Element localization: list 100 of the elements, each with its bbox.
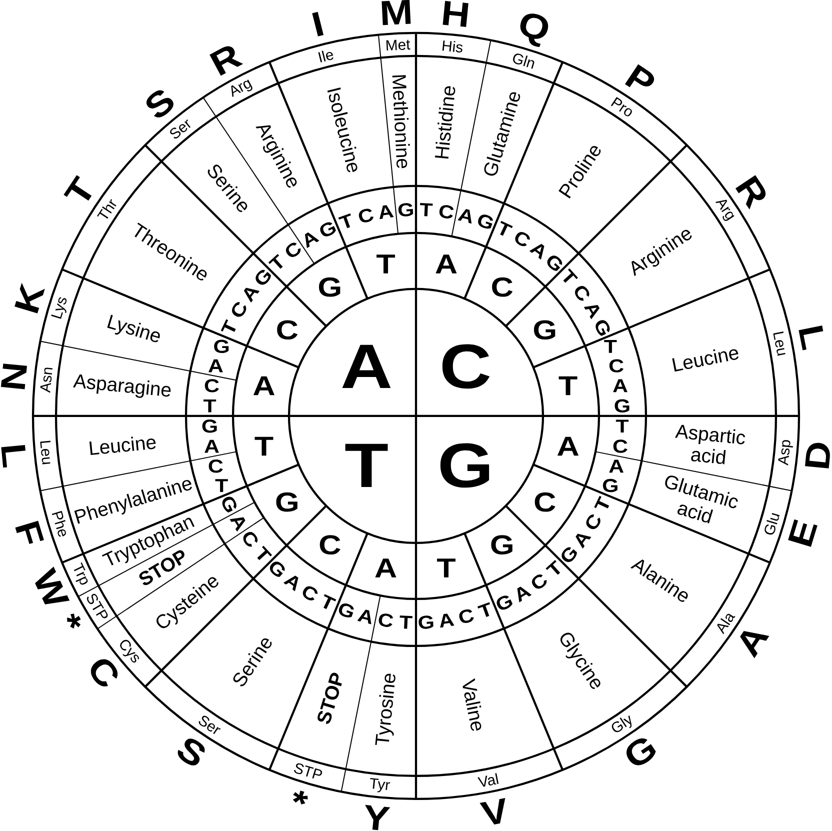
sector-letter: G (534, 320, 556, 340)
codon-letter: A (613, 379, 628, 392)
sector-letter: G (491, 535, 512, 555)
codon-letter: T (215, 479, 228, 492)
codon-letter: T (604, 340, 617, 353)
amino-acid-abbreviation: Val (478, 773, 499, 787)
amino-acid-abbreviation: STP (294, 763, 322, 778)
amino-acid-abbreviation: His (442, 40, 463, 52)
amino-acid-code: F (15, 520, 44, 544)
amino-acid-abbreviation: Ser (198, 716, 221, 734)
amino-acid-code: I (312, 12, 324, 36)
amino-acid-code: * (292, 790, 308, 804)
amino-acid-abbreviation: Met (386, 40, 410, 51)
codon-letter: A (208, 359, 223, 372)
quadrant-letter: C (442, 344, 490, 389)
codon-letter: G (222, 496, 236, 512)
codon-letter: T (563, 268, 578, 283)
codon-letter: T (500, 220, 513, 236)
codon-letter: C (439, 205, 454, 218)
amino-acid-abbreviation: Asn (40, 368, 52, 393)
codon-letter: A (230, 517, 246, 532)
amino-acid-code: H (442, 0, 468, 27)
amino-acid-abbreviation: Phe (52, 510, 66, 537)
codon-letter: C (378, 614, 394, 627)
sector-letter: A (436, 254, 457, 274)
amino-acid-abbreviation: Tyr (370, 778, 390, 792)
amino-acid-name: Aspartic acid (675, 424, 746, 464)
amino-acid-code: S (146, 90, 174, 118)
codon-letter: G (602, 478, 618, 492)
amino-acid-abbreviation: STP (86, 594, 108, 618)
amino-acid-name: STOP (318, 672, 342, 724)
codon-letter: T (338, 213, 351, 228)
codon-letter: G (202, 420, 217, 433)
codon-letter: C (208, 460, 223, 473)
amino-acid-code: R (735, 175, 766, 210)
codon-letter: A (458, 209, 472, 224)
codon-letter: G (614, 399, 630, 412)
codon-letter: A (304, 232, 320, 248)
codon-letter: G (547, 256, 562, 271)
codon-letter: C (358, 208, 374, 222)
codon-letter: C (302, 586, 318, 600)
amino-acid-name: Leucine (89, 436, 156, 456)
amino-acid-abbreviation: Gly (612, 715, 632, 732)
codon-letter: T (324, 594, 336, 610)
quadrant-letter: G (440, 443, 490, 488)
codon-letter: A (609, 460, 624, 473)
amino-acid-abbreviation: Asp (778, 440, 793, 466)
codon-letter: T (477, 602, 490, 617)
sector-letter: T (437, 558, 456, 578)
amino-acid-name: Glutamic acid (665, 476, 738, 524)
codon-letter: C (586, 514, 600, 530)
sector-letter: G (276, 492, 298, 512)
codon-letter: A (440, 614, 454, 628)
amino-acid-code: * (67, 614, 81, 629)
codon-letter: T (220, 319, 236, 332)
amino-acid-abbreviation: Leu (773, 332, 786, 356)
amino-acid-name: Histidine (434, 86, 456, 159)
amino-acid-abbreviation: Trp (74, 562, 88, 585)
codon-letter: C (575, 286, 590, 301)
quadrant-letter: A (342, 344, 391, 388)
amino-acid-name: Valine (462, 678, 482, 731)
codon-letter: T (400, 616, 412, 629)
amino-acid-code: K (14, 282, 45, 314)
codon-letter: A (357, 610, 372, 624)
sector-letter: A (375, 558, 396, 578)
codon-letter: C (609, 359, 624, 372)
codon-letter: G (418, 616, 434, 629)
sector-letter: T (558, 376, 578, 396)
codon-letter: G (596, 320, 610, 336)
amino-acid-code: T (64, 175, 92, 201)
sector-letter: A (253, 376, 274, 396)
amino-acid-code: V (480, 798, 506, 824)
amino-acid-code: S (178, 738, 205, 766)
amino-acid-abbreviation: Ser (170, 119, 191, 138)
amino-acid-abbreviation: Pro (610, 97, 632, 116)
codon-letter: C (204, 379, 219, 392)
sector-letter: T (254, 436, 274, 456)
amino-acid-name: Isoleucine (327, 87, 358, 172)
amino-acid-code: E (788, 519, 818, 547)
amino-acid-code: W (35, 566, 70, 604)
codon-letter: C (459, 609, 474, 623)
amino-acid-abbreviation: Glu (764, 512, 780, 535)
amino-acid-code: D (805, 442, 830, 468)
codon-letter: A (380, 205, 394, 220)
amino-acid-name: Tyrosine (375, 674, 396, 746)
codon-letter: C (613, 440, 628, 453)
amino-acid-abbreviation: Arg (231, 80, 252, 98)
codon-letter: A (517, 586, 532, 602)
codon-letter: T (594, 496, 610, 508)
amino-acid-name: Methionine (392, 75, 410, 168)
sector-letter: C (277, 320, 298, 340)
codon-letter: T (616, 420, 629, 433)
amino-acid-code: P (624, 64, 654, 88)
sector-letter: C (320, 535, 340, 555)
amino-acid-code: G (626, 738, 656, 766)
amino-acid-abbreviation: Arg (715, 200, 734, 222)
amino-acid-code: R (210, 46, 244, 76)
sector-letter: C (534, 492, 556, 512)
codon-letter: T (420, 203, 433, 216)
amino-acid-abbreviation: Ile (318, 50, 334, 62)
